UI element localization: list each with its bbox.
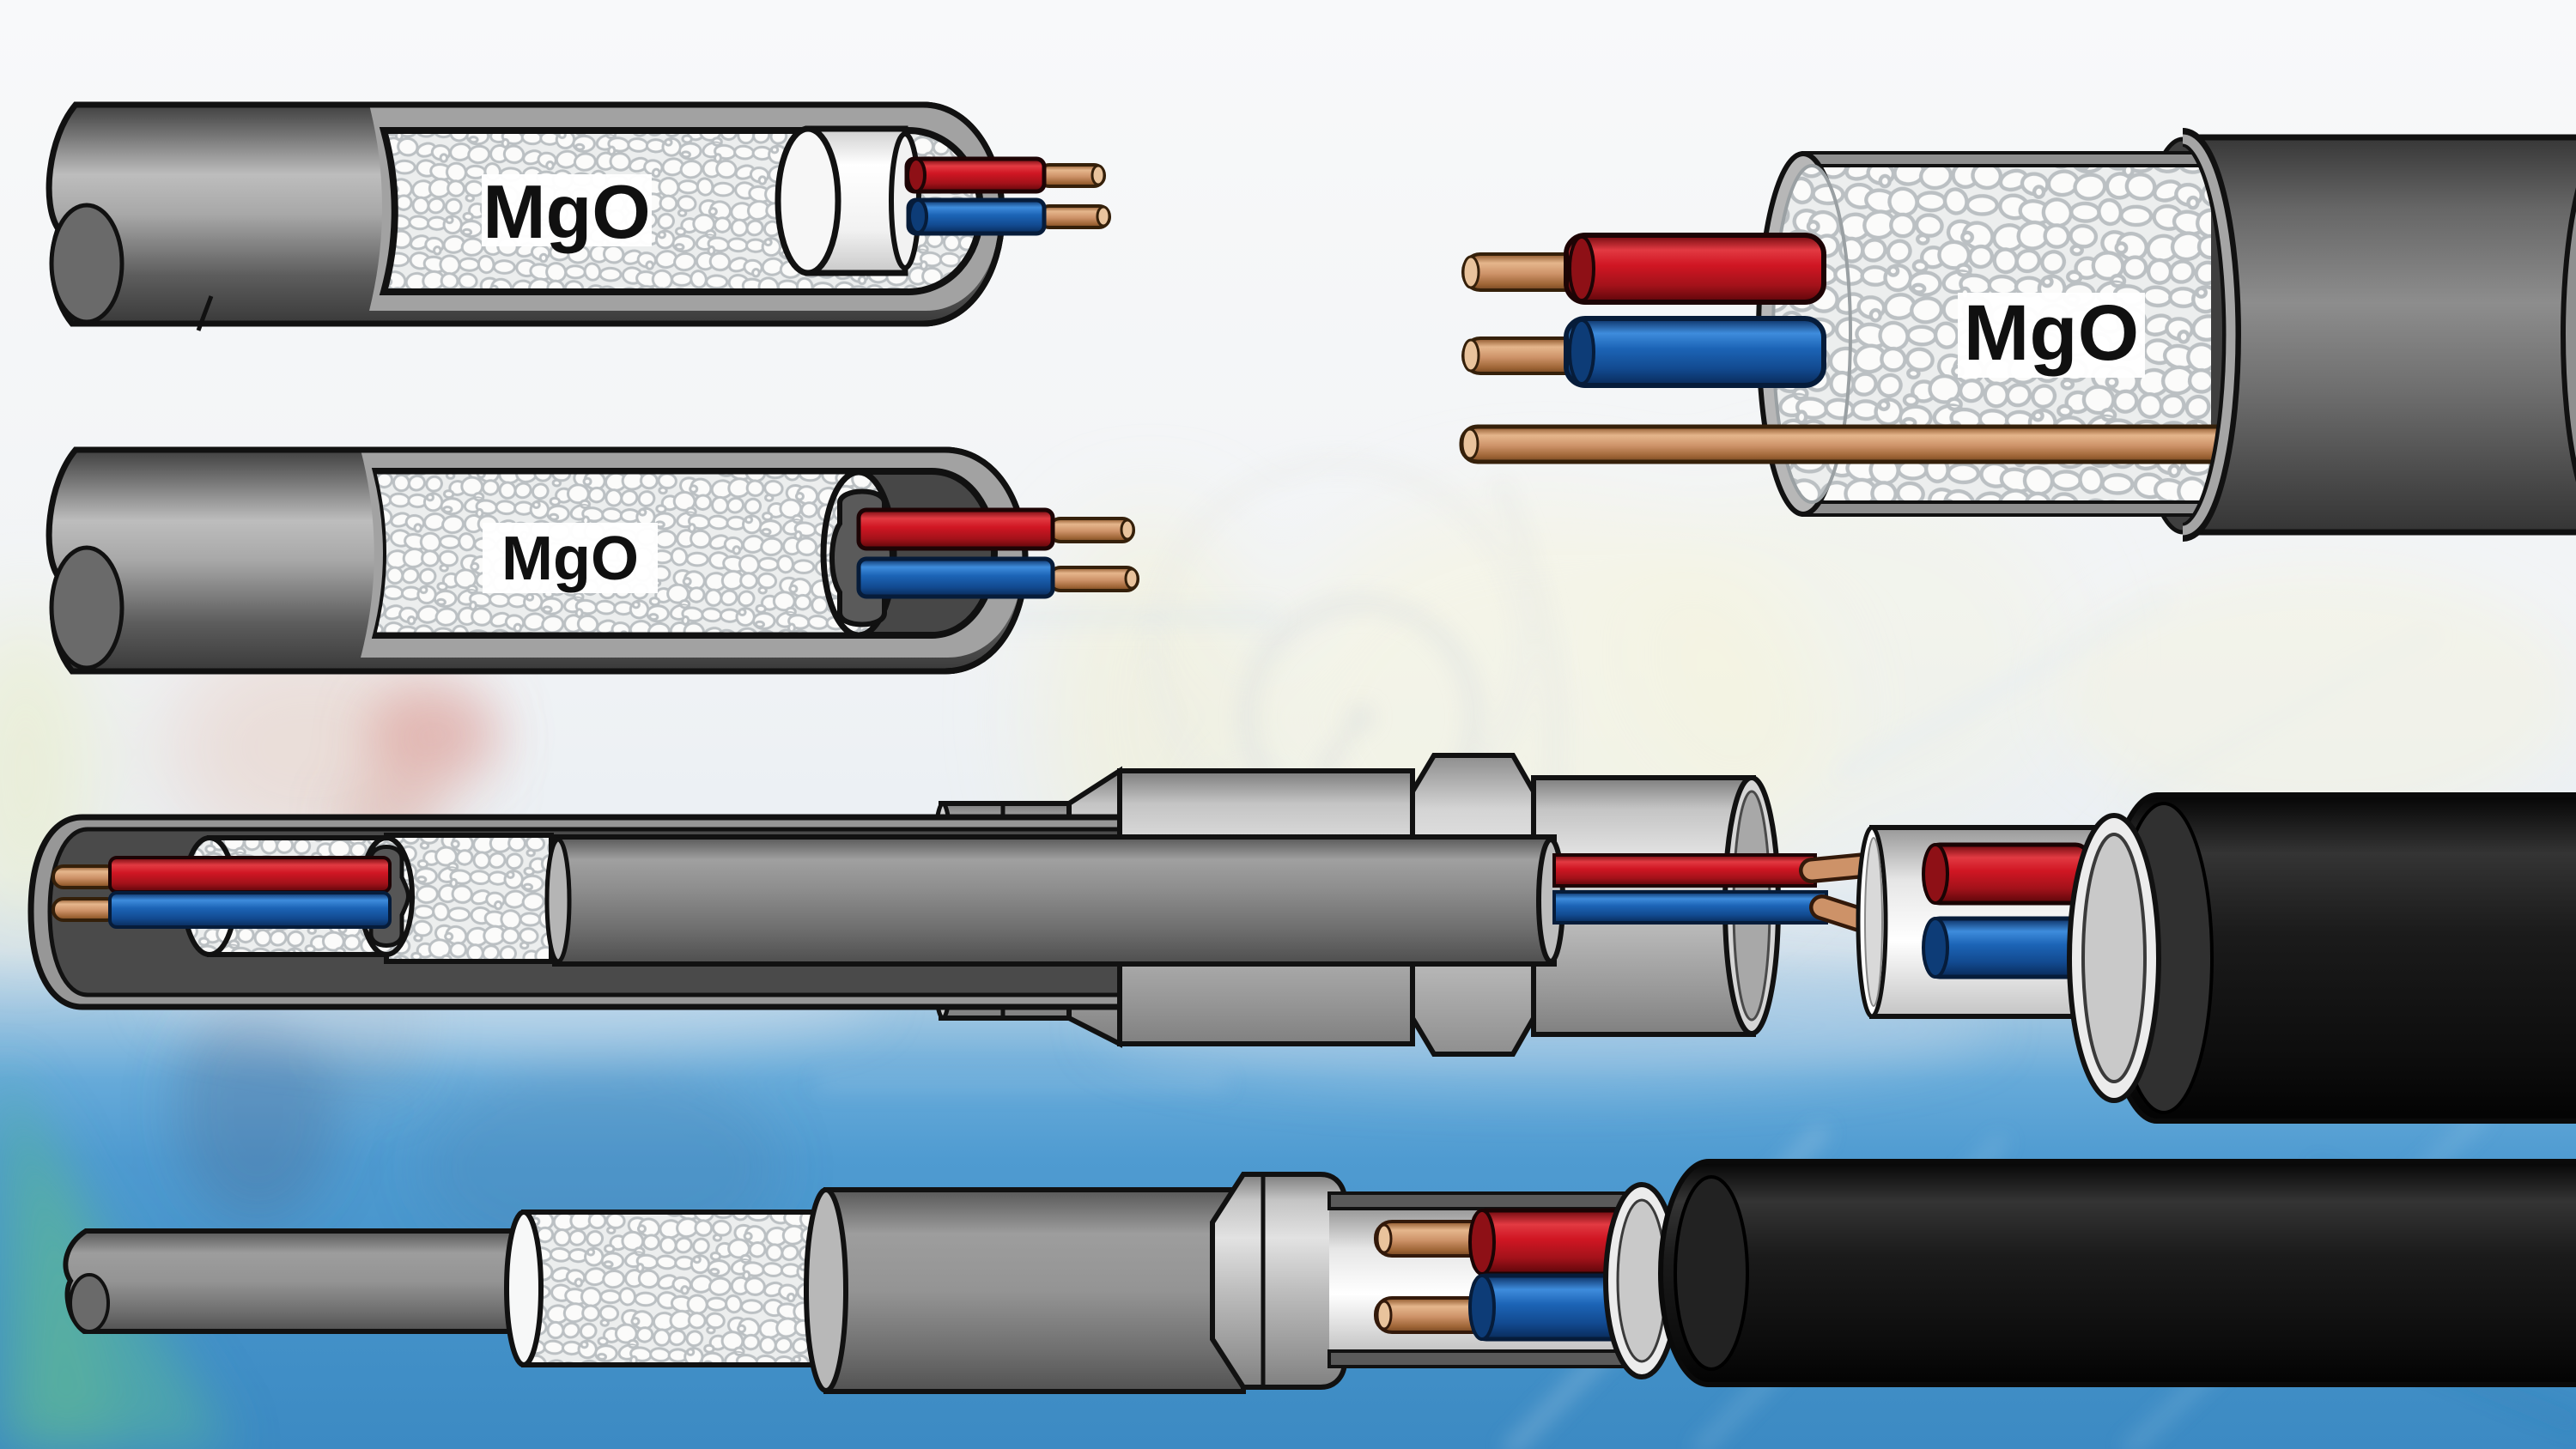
- svg-text:MgO: MgO: [1964, 289, 2139, 377]
- svg-text:MgO: MgO: [483, 169, 651, 254]
- svg-text:MgO: MgO: [501, 524, 639, 593]
